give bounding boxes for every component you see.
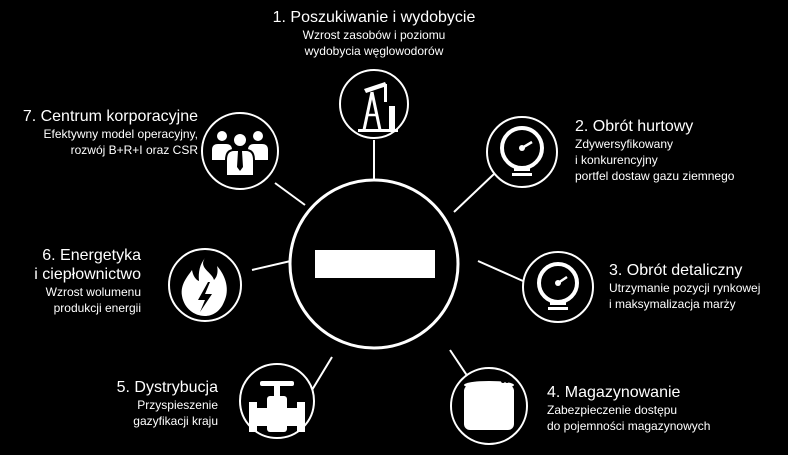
node-2-desc-line2: i konkurencyjny <box>575 153 658 167</box>
node-5-desc-line1: Przyspieszenie <box>137 398 218 412</box>
node-1-desc-line2: wydobycia węglowodorów <box>304 44 444 58</box>
node-2-desc-line1: Zdywersyfikowany <box>575 137 674 151</box>
oil-pump-icon <box>358 82 398 132</box>
people-group-icon <box>212 131 268 177</box>
node-6-title-line1: 6. Energetyka <box>42 247 141 264</box>
node-corporate <box>201 112 279 190</box>
node-4-desc-line1: Zabezpieczenie dostępu <box>547 403 678 417</box>
node-3-desc-line2: i maksymalizacja marży <box>609 297 736 311</box>
node-wholesale <box>486 116 558 188</box>
pressure-gauge-icon <box>500 126 544 176</box>
node-6-desc-line1: Wzrost wolumenu <box>45 285 141 299</box>
node-storage <box>450 367 528 445</box>
node-3-desc-line1: Utrzymanie pozycji rynkowej <box>609 281 761 295</box>
pressure-gauge-icon <box>537 262 579 310</box>
node-2-title: 2. Obrót hurtowy <box>575 118 694 135</box>
node-5-title: 5. Dystrybucja <box>116 379 218 396</box>
node-distribution <box>239 363 315 439</box>
flame-lightning-icon <box>181 258 227 316</box>
node-2-desc-line3: portfel dostaw gazu ziemnego <box>575 169 735 183</box>
node-energy <box>168 248 242 322</box>
node-retail <box>522 251 594 323</box>
node-5-desc-line2: gazyfikacji kraju <box>133 414 218 428</box>
node-4-desc-line2: do pojemności magazynowych <box>547 419 711 433</box>
node-6-title-line2: i ciepłownictwo <box>34 266 141 283</box>
node-7-title: 7. Centrum korporacyjne <box>22 108 198 125</box>
pipeline-valve-icon <box>249 381 305 432</box>
node-1-desc-line1: Wzrost zasobów i poziomu <box>302 28 446 42</box>
node-7-desc-line2: rozwój B+R+I oraz CSR <box>70 143 198 157</box>
node-6-desc-line2: produkcji energii <box>53 301 141 315</box>
center-bar <box>315 250 435 278</box>
storage-tank-icon <box>464 379 514 430</box>
node-3-title: 3. Obrót detaliczny <box>609 262 743 279</box>
node-exploration <box>339 69 409 139</box>
node-1-title: 1. Poszukiwanie i wydobycie <box>272 9 476 26</box>
center-hub <box>288 178 460 350</box>
node-4-title: 4. Magazynowanie <box>547 384 681 401</box>
node-7-desc-line1: Efektywny model operacyjny, <box>43 127 198 141</box>
